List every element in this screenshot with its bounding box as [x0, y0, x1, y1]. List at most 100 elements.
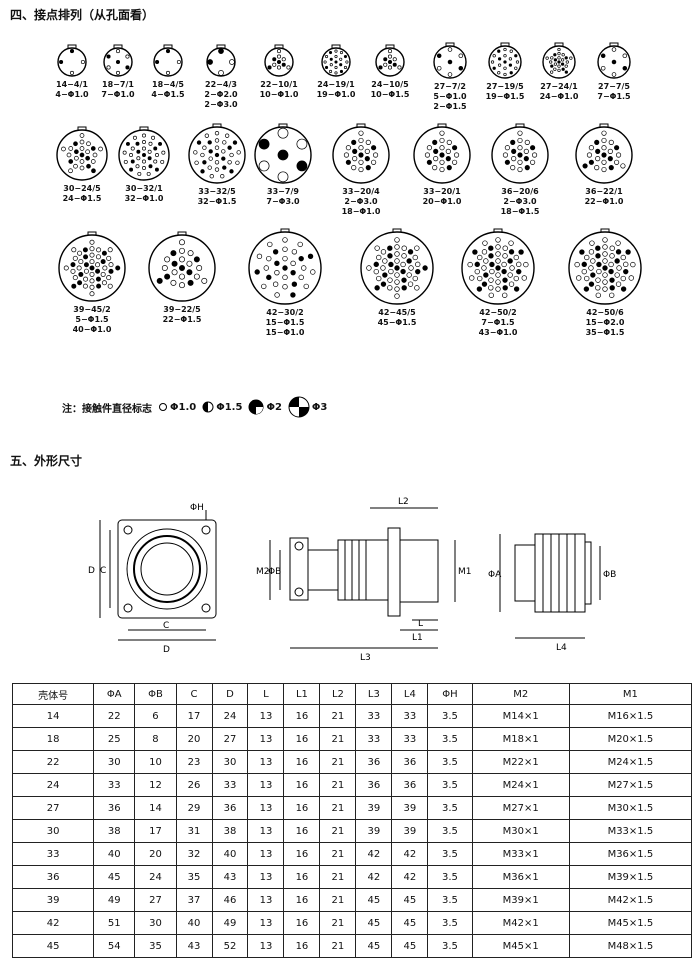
contact-spec: 7−Φ1.5: [481, 318, 515, 327]
contact-pin: [115, 59, 121, 65]
contact-pin: [445, 156, 451, 162]
contact-pin: [516, 268, 522, 275]
contact-pin: [146, 171, 151, 176]
connector-code: 39−22/5: [163, 305, 201, 314]
contact-pin: [82, 283, 88, 289]
contact-pin: [453, 152, 460, 158]
contact-pin: [497, 49, 501, 53]
table-cell: 21: [319, 727, 357, 751]
table-cell: 39: [391, 796, 429, 820]
contact-pin: [214, 138, 220, 143]
contact-pin: [324, 54, 329, 59]
front-label-c-left: C: [100, 566, 106, 576]
contact-pin: [553, 62, 558, 66]
contact-pin: [557, 56, 561, 60]
contact-pin: [615, 249, 622, 255]
contact-pin: [132, 135, 137, 140]
contact-pin: [298, 274, 304, 281]
contact-pin: [514, 66, 518, 70]
contact-pin: [517, 152, 523, 158]
contact-pin: [564, 56, 568, 60]
contact-pin: [387, 245, 393, 251]
contact-pin: [79, 146, 85, 151]
connector-outline: [206, 47, 236, 77]
contact-pin: [590, 258, 596, 264]
contact-pin: [394, 279, 400, 285]
contact-pin: [329, 63, 333, 67]
table-cell: 13: [247, 727, 285, 751]
contact-pin: [474, 261, 480, 268]
contact-pin: [155, 59, 160, 65]
contact-pin: [100, 259, 106, 265]
table-cell: 13: [247, 750, 285, 774]
contact-pin: [609, 245, 615, 251]
contact-pin: [503, 54, 507, 58]
table-cell: 6: [134, 704, 177, 728]
contact-pin: [89, 265, 95, 271]
contact-pin: [256, 253, 263, 260]
table-cell: 3.5: [427, 750, 473, 774]
contact-pin: [187, 250, 194, 257]
table-cell: 43: [211, 865, 249, 889]
contact-pin: [153, 159, 158, 164]
contact-pin: [394, 293, 400, 299]
contact-pin: [108, 262, 114, 268]
contact-pin: [584, 275, 590, 282]
contact-spec: 10−Φ1.5: [370, 90, 410, 99]
contact-spec: 43−Φ1.0: [478, 328, 518, 337]
table-cell: 35: [134, 934, 177, 958]
contact-pin: [458, 53, 464, 59]
contact-pin: [130, 146, 135, 151]
contact-spec: 40−Φ1.0: [72, 325, 112, 334]
contact-pin: [107, 283, 113, 289]
contact-pin: [92, 152, 98, 158]
contact-pin: [607, 148, 613, 154]
table-cell: M24×1: [471, 773, 570, 797]
connector-code: 36−20/6: [501, 187, 539, 196]
table-cell: 54: [93, 934, 136, 958]
contact-spec: 45−Φ1.5: [377, 318, 417, 327]
table-cell: 38: [211, 819, 249, 843]
contact-pin: [196, 140, 202, 145]
table-cell: M45×1: [471, 934, 570, 958]
table-cell: M30×1: [471, 819, 570, 843]
contact-pin: [334, 65, 338, 70]
half-filled-circle-icon: [202, 401, 214, 413]
contact-pin: [518, 249, 524, 255]
connector-face-diagram: [254, 123, 312, 184]
table-cell: 3.5: [427, 911, 473, 935]
contact-pin: [147, 156, 152, 161]
contact-pin: [83, 254, 89, 260]
legend-prefix: 注：接触件直径标志: [62, 403, 152, 415]
contact-pin: [153, 146, 158, 151]
connector-face-diagram: [488, 42, 522, 79]
contact-pin: [76, 265, 82, 271]
contact-pin: [483, 258, 489, 264]
contact-pin: [595, 156, 601, 162]
contact-pin: [503, 72, 507, 77]
legend-phi15-label: Φ1.5: [216, 401, 243, 413]
contact-pin: [608, 261, 614, 268]
contact-pin: [125, 54, 130, 59]
contact-pin: [426, 145, 432, 151]
connector-code: 33−20/1: [423, 187, 461, 196]
contact-pin: [439, 145, 445, 151]
contact-spec: 15−Φ1.5: [265, 318, 305, 327]
contact-pin: [595, 148, 601, 154]
contact-pin: [272, 62, 277, 67]
table-cell: 45: [391, 934, 429, 958]
contact-spec: 2−Φ2.0: [204, 90, 238, 99]
contact-pin: [220, 174, 225, 179]
contact-pin: [553, 53, 557, 57]
table-cell: 24: [134, 865, 177, 889]
table-cell: M27×1: [471, 796, 570, 820]
table-cell: 18: [11, 727, 95, 751]
contact-pin: [71, 283, 77, 289]
contact-pin: [324, 65, 329, 70]
contact-pin: [517, 145, 523, 151]
